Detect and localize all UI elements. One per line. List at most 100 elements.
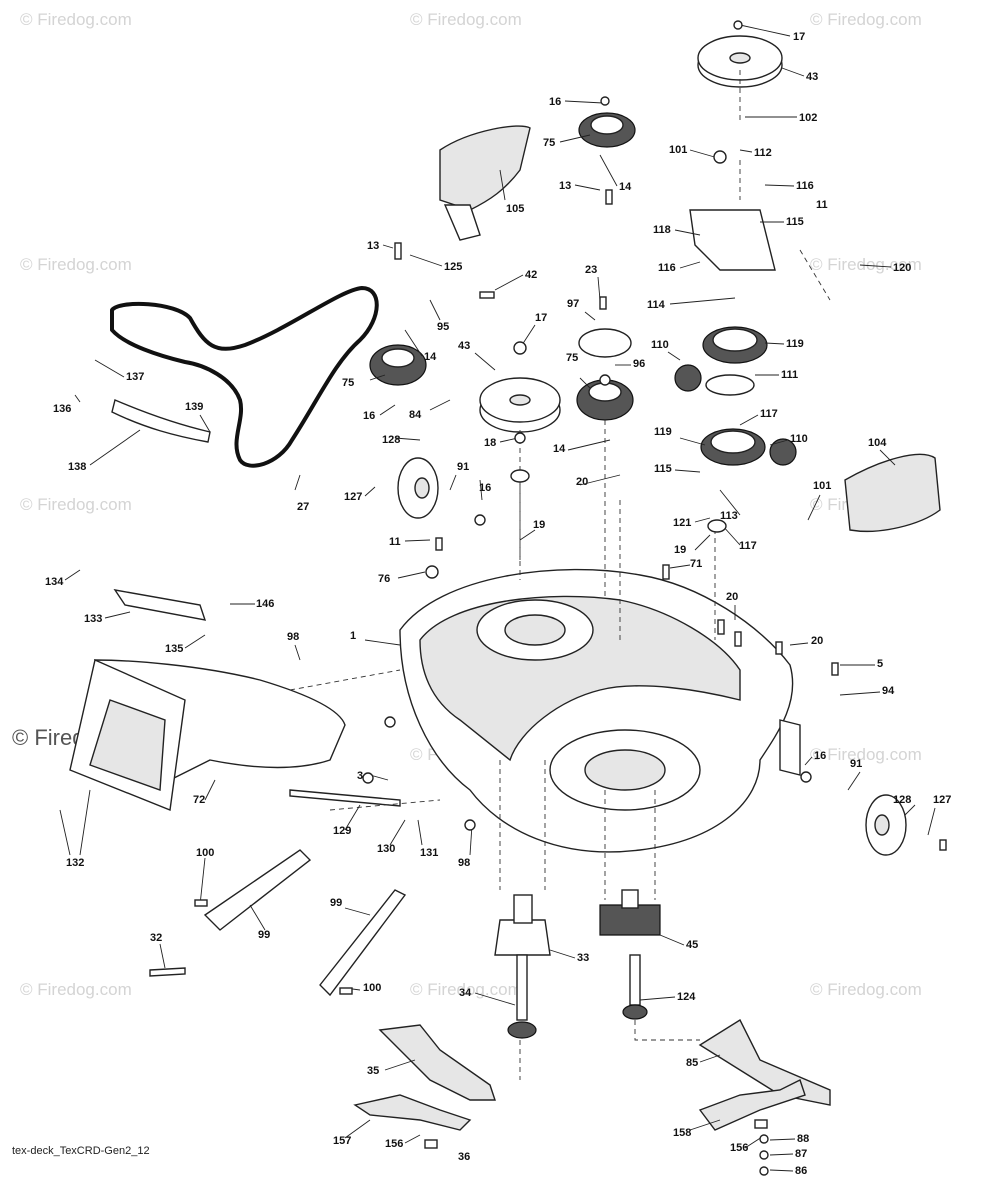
hardware bbox=[194, 20, 947, 1176]
watermark: © Firedog.com bbox=[20, 980, 132, 999]
watermark: © Firedog.com bbox=[810, 745, 922, 764]
callout: 129 bbox=[333, 825, 351, 837]
callout: 110 bbox=[651, 339, 669, 351]
callout: 33 bbox=[577, 952, 589, 964]
callout: 17 bbox=[535, 312, 547, 324]
belt-keeper bbox=[113, 589, 207, 621]
callout: 104 bbox=[868, 437, 887, 449]
callout: 71 bbox=[690, 558, 702, 570]
callout: 115 bbox=[786, 216, 804, 228]
watermark: © Firedog.com bbox=[810, 10, 922, 29]
watermark: © Firedog.com bbox=[410, 980, 522, 999]
callout: 127 bbox=[344, 491, 362, 503]
callout: 34 bbox=[459, 987, 472, 999]
callout: 20 bbox=[576, 476, 588, 488]
callout: 132 bbox=[66, 857, 84, 869]
callout: 139 bbox=[185, 401, 203, 413]
leader-lines bbox=[59, 24, 936, 1172]
callout: 75 bbox=[543, 137, 555, 149]
gauge-wheel-right bbox=[865, 794, 907, 856]
callout: 3 bbox=[357, 770, 363, 782]
callout: 136 bbox=[53, 403, 71, 415]
watermark: © Firedog.com bbox=[20, 255, 132, 274]
callout: 16 bbox=[363, 410, 375, 422]
callout: 85 bbox=[686, 1057, 698, 1069]
callout: 114 bbox=[647, 299, 666, 311]
callout: 5 bbox=[877, 658, 883, 670]
callout: 87 bbox=[795, 1148, 807, 1160]
callout: 14 bbox=[619, 181, 632, 193]
blade-left bbox=[378, 1024, 496, 1101]
flat-pulley bbox=[578, 328, 632, 358]
callout: 117 bbox=[739, 540, 757, 552]
callout: 14 bbox=[553, 443, 566, 455]
callout: 121 bbox=[673, 517, 691, 529]
callout: 98 bbox=[287, 631, 299, 643]
callout: 119 bbox=[654, 426, 672, 438]
lift-arm-lower bbox=[319, 889, 407, 997]
callout: 146 bbox=[256, 598, 274, 610]
callout: 19 bbox=[533, 519, 545, 531]
callout: 116 bbox=[658, 262, 676, 274]
idler-pulley-left bbox=[369, 344, 427, 386]
callout: 1 bbox=[350, 630, 356, 642]
guard-bracket bbox=[443, 204, 481, 241]
callout: 137 bbox=[126, 371, 144, 383]
callout: 94 bbox=[882, 685, 895, 697]
callout: 102 bbox=[799, 112, 817, 124]
callout: 16 bbox=[479, 482, 491, 494]
blade-right-lower bbox=[698, 1079, 806, 1131]
spindle-left bbox=[494, 894, 551, 1039]
gearbox-cover bbox=[844, 453, 941, 532]
callout: 128 bbox=[893, 794, 911, 806]
callout: 86 bbox=[795, 1165, 807, 1177]
callout: 36 bbox=[458, 1151, 470, 1163]
watermark: © Firedog.com bbox=[410, 10, 522, 29]
drive-belt bbox=[110, 286, 379, 468]
callout: 111 bbox=[781, 369, 798, 381]
gauge-wheel-left bbox=[397, 457, 439, 519]
callout: 112 bbox=[754, 147, 772, 159]
callout: 128 bbox=[382, 434, 400, 446]
callout: 97 bbox=[567, 298, 579, 310]
gear-housing-bottom bbox=[700, 428, 766, 466]
watermark: © Firedog.com bbox=[810, 255, 922, 274]
pulley-top bbox=[697, 35, 783, 88]
callout: 96 bbox=[633, 358, 645, 370]
callout: 101 bbox=[813, 480, 831, 492]
callout: 125 bbox=[444, 261, 462, 273]
callout: 127 bbox=[933, 794, 951, 806]
pulley-center bbox=[479, 377, 561, 433]
gear-housing-top bbox=[702, 326, 768, 364]
callout: 35 bbox=[367, 1065, 379, 1077]
o-ring bbox=[705, 374, 755, 396]
callout: 42 bbox=[525, 269, 537, 281]
callout: 18 bbox=[484, 437, 496, 449]
callout: 105 bbox=[506, 203, 524, 215]
callout: 84 bbox=[409, 409, 422, 421]
callout: 156 bbox=[385, 1138, 403, 1150]
diagram-code: tex-deck_TexCRD-Gen2_12 bbox=[12, 1145, 150, 1157]
callout: 45 bbox=[686, 939, 698, 951]
callout: 100 bbox=[196, 847, 214, 859]
callout: 116 bbox=[796, 180, 814, 192]
watermark: © Firedog.com bbox=[20, 10, 132, 29]
callout: 16 bbox=[549, 96, 561, 108]
callout: 98 bbox=[458, 857, 470, 869]
watermark: © Firedog.com bbox=[810, 980, 922, 999]
callout: 99 bbox=[330, 897, 342, 909]
spindle-right bbox=[599, 889, 661, 1020]
callout: 138 bbox=[68, 461, 86, 473]
mower-deck bbox=[399, 568, 801, 853]
callout: 14 bbox=[424, 351, 437, 363]
callout: 20 bbox=[726, 591, 738, 603]
mounting-bracket bbox=[689, 209, 776, 271]
callout: 16 bbox=[814, 750, 826, 762]
callout: 11 bbox=[816, 199, 828, 211]
idler-pulley-right bbox=[576, 379, 634, 421]
callout: 13 bbox=[559, 180, 571, 192]
callout: 120 bbox=[893, 262, 911, 274]
discharge-chute bbox=[69, 659, 346, 811]
callout: 110 bbox=[790, 433, 808, 445]
